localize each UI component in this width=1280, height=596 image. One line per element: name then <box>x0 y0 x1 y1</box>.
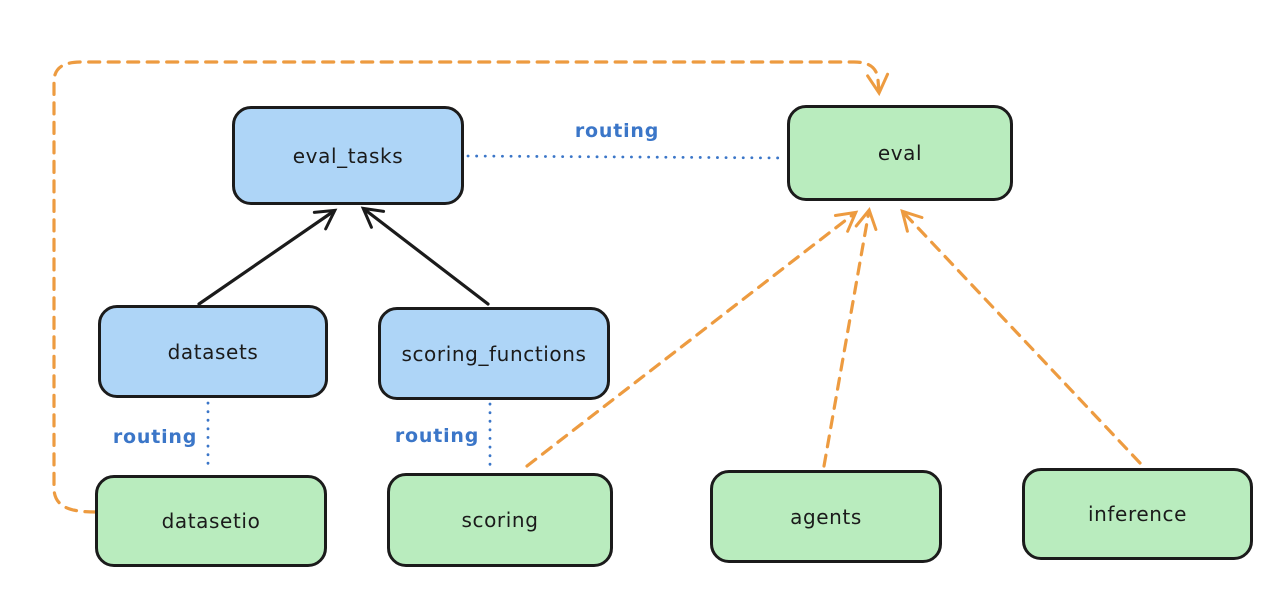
node-scoring-functions: scoring_functions <box>378 307 610 400</box>
edge-inference-to-eval <box>900 209 1142 465</box>
node-datasets-label: datasets <box>167 339 259 364</box>
edge-scoring_functions-to-eval_tasks <box>360 206 490 306</box>
node-inference: inference <box>1022 468 1253 560</box>
node-agents: agents <box>710 470 942 563</box>
node-eval: eval <box>787 105 1013 201</box>
node-inference-label: inference <box>1087 502 1188 526</box>
node-scoring: scoring <box>387 473 613 567</box>
edge-label-routing-top: routing <box>574 120 660 142</box>
node-scoring-label: scoring <box>461 508 539 532</box>
edge-datasetio-to-eval-loop <box>52 60 890 514</box>
node-agents-label: agents <box>790 504 862 529</box>
node-datasets: datasets <box>98 305 328 398</box>
edge-label-routing-scoring: routing <box>394 425 480 447</box>
node-datasetio-label: datasetio <box>161 509 261 533</box>
edge-label-routing-datasets: routing <box>112 426 198 448</box>
edge-agents-to-eval <box>822 206 878 468</box>
node-eval-label: eval <box>877 141 923 165</box>
node-eval-tasks: eval_tasks <box>232 106 464 205</box>
node-eval-tasks-label: eval_tasks <box>292 143 404 168</box>
node-datasetio: datasetio <box>95 475 327 567</box>
node-scoring-functions-label: scoring_functions <box>401 341 587 366</box>
edge-datasets-to-eval_tasks <box>197 208 338 306</box>
edge-scoring-to-eval <box>525 210 859 468</box>
edge-eval_tasks-to-eval-routing <box>466 154 788 160</box>
